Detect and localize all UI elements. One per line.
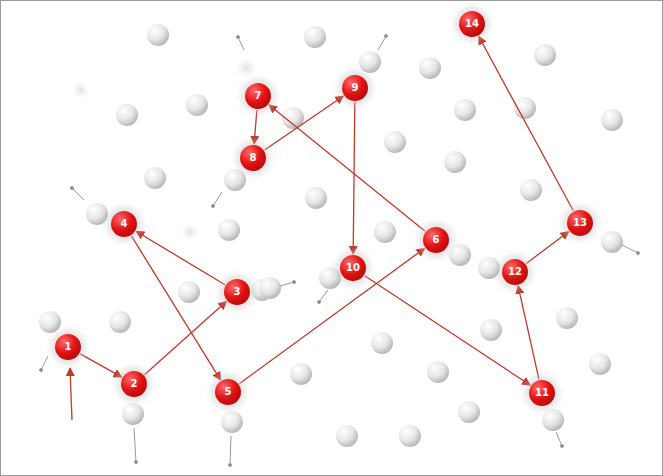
atom-number: 4 [121,219,128,229]
numbered-atom: 13 [567,210,593,236]
entry-arrow [70,368,72,420]
atom-number: 14 [465,19,479,29]
dangling-bonds [40,35,640,467]
atom-number: 1 [65,342,72,352]
numbered-atom: 7 [245,83,271,109]
numbered-atom: 2 [121,371,147,397]
numbered-atom: 10 [340,255,366,281]
numbered-atom: 11 [529,380,555,406]
jump-arrow [254,110,257,144]
atom-number: 7 [255,91,262,101]
numbered-atom: 5 [215,379,241,405]
numbered-atom: 6 [423,227,449,253]
jump-arrow [269,105,425,231]
jump-arrow [239,248,424,383]
atom-number: 9 [352,83,359,93]
atom-number: 5 [225,387,232,397]
jump-arrow [131,236,220,380]
numbered-atom: 4 [111,211,137,237]
atom-number: 11 [535,388,549,398]
jump-arrow [518,286,539,380]
jump-arrow [353,102,355,254]
jump-arrow [479,36,574,210]
jump-arrow [526,231,569,263]
host-atoms [39,24,623,447]
numbered-atom: 12 [502,259,528,285]
atom-number: 10 [346,263,360,273]
jump-arrow [365,276,531,386]
numbered-atom: 9 [342,75,368,101]
numbered-atom: 3 [224,279,250,305]
atom-number: 2 [131,379,138,389]
atom-number: 8 [250,153,257,163]
numbered-atom: 14 [459,11,485,37]
jump-arrow [144,301,226,374]
atom-number: 13 [573,218,587,228]
jump-arrow [80,354,122,377]
numbered-atom: 8 [240,145,266,171]
jump-arrow [136,231,225,285]
atom-number: 12 [508,267,522,277]
atom-number: 3 [234,287,241,297]
jump-arrow [265,96,344,150]
atom-number: 6 [433,235,440,245]
numbered-atom: 1 [55,334,81,360]
